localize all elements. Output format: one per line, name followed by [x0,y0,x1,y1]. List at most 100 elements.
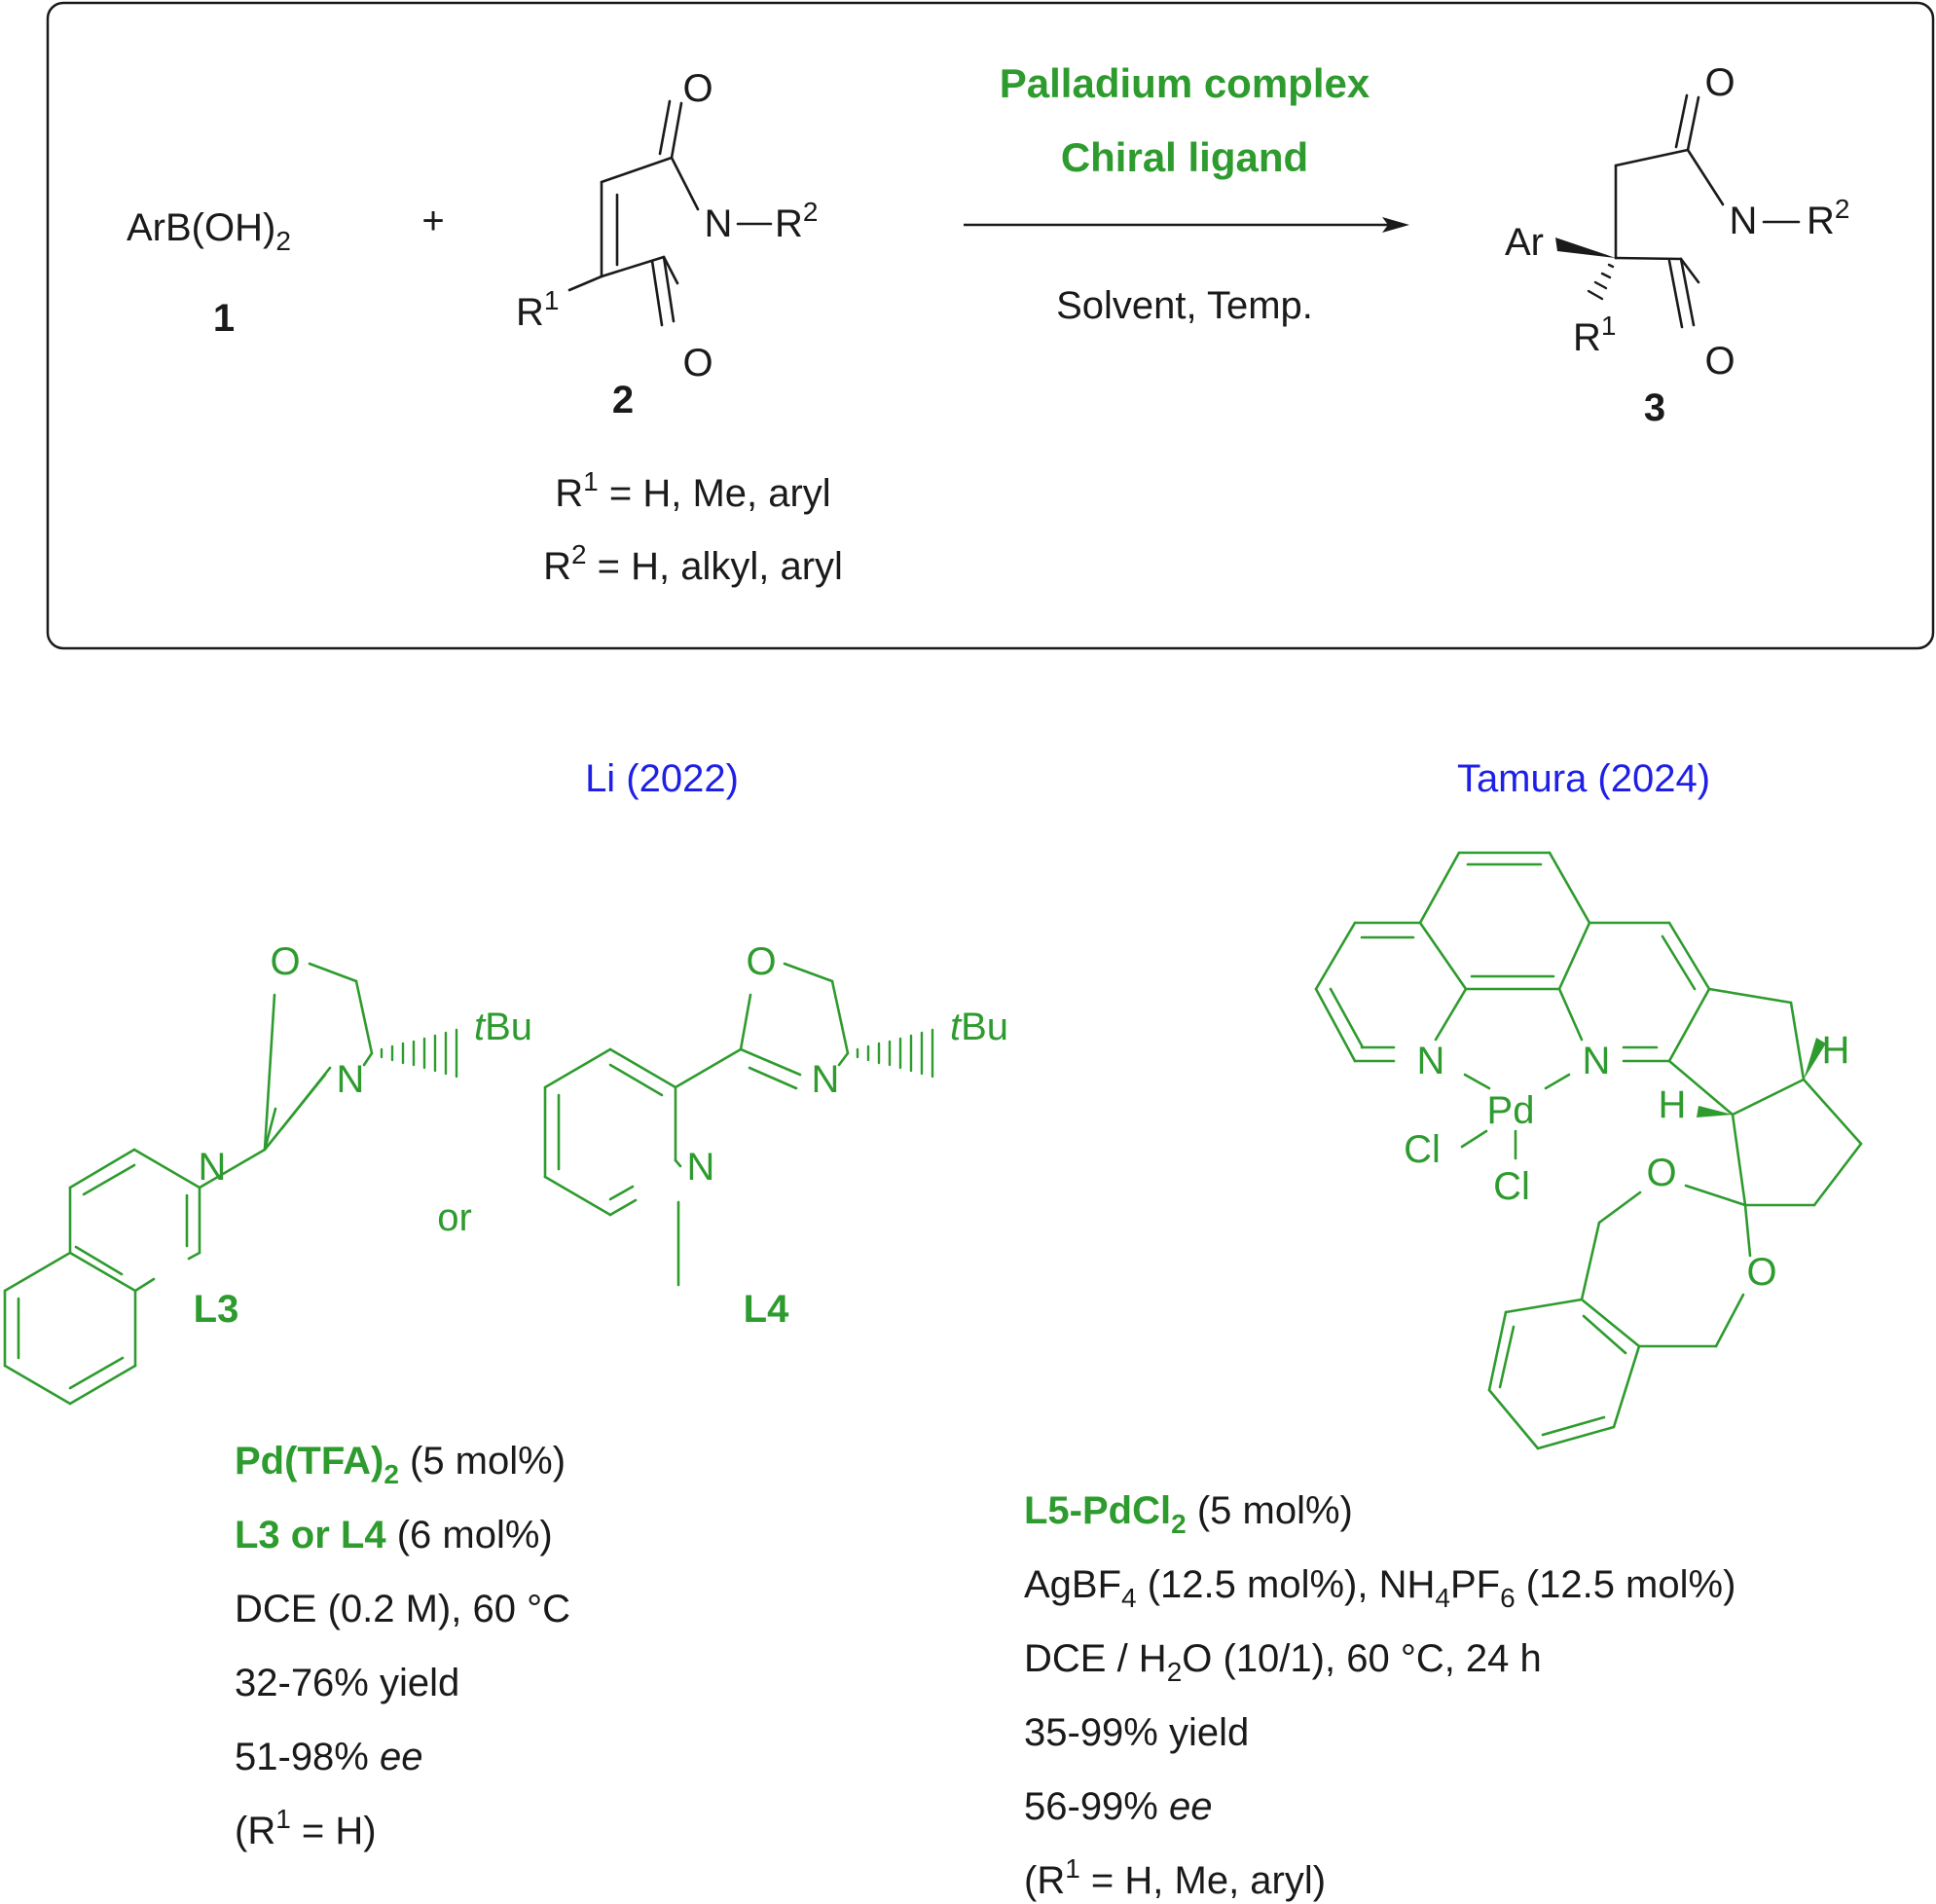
reactant-2-r2: R [775,202,803,245]
li-catalyst-sub: 2 [384,1459,399,1489]
svg-text:R2: R2 [775,197,818,245]
L5-hydrogen-1: H [1822,1029,1850,1072]
tamura-catalyst-loading: (5 mol%) [1187,1489,1353,1532]
ligand-L5-PdCl2 [1314,851,1863,1450]
scope-r1-sup: 1 [583,466,599,496]
ligand-label: Chiral ligand [1061,134,1308,180]
product-oxygen-top: O [1704,61,1735,104]
svg-text:tBu: tBu [474,1006,532,1048]
tamura-additive-c-sub: 6 [1500,1583,1516,1613]
ligand-L4-oxazoline-nitrogen: N [812,1058,840,1101]
ligand-L3-oxygen: O [270,940,300,983]
product-3-labels: Ar O O N R2 R1 3 [1505,61,1849,429]
tamura-scope-rest: = H, Me, aryl) [1080,1859,1326,1902]
svg-text:R2: R2 [1807,194,1849,242]
ligand-L3-oxazoline-nitrogen: N [337,1058,365,1101]
svg-text:L3 or L4 (6 mol%): L3 or L4 (6 mol%) [235,1514,553,1556]
product-3-stereo [1555,238,1616,301]
L5-hydrogen-2: H [1659,1083,1687,1126]
svg-text:R1: R1 [516,285,559,334]
ligand-L3-labels: O N N tBu L3 [194,940,532,1331]
tamura-conditions: L5-PdCl2 (5 mol%) AgBF4 (12.5 mol%), NH4… [1024,1489,1735,1902]
compound-number-3: 3 [1644,386,1665,429]
li-ligand: L3 or L4 [235,1514,386,1556]
L5-oxygen-1: O [1646,1152,1676,1194]
reactant-2-oxygen-bottom: O [682,342,712,384]
tamura-solvent-b: O (10/1), 60 °C, 24 h [1182,1637,1542,1680]
svg-text:L5-PdCl2 (5 mol%): L5-PdCl2 (5 mol%) [1024,1489,1353,1539]
svg-text:56-99% ee: 56-99% ee [1024,1785,1212,1828]
ligand-L5-labels: N N Pd Cl Cl H H O O [1404,1029,1849,1294]
scope-r2-values: = H, alkyl, aryl [587,545,843,588]
tamura-2024-heading: Tamura (2024) [1457,757,1710,800]
svg-text:DCE / H2O (10/1), 60 °C, 24 h: DCE / H2O (10/1), 60 °C, 24 h [1024,1637,1542,1687]
ligand-L4-pyridine-nitrogen: N [687,1146,715,1189]
tamura-scope-open: (R [1024,1859,1065,1902]
reaction-arrow [964,217,1409,233]
ligand-L3 [3,962,374,1406]
scope-r1-values: = H, Me, aryl [599,472,831,515]
wedge-bond [1555,238,1616,258]
L5-oxygen-2: O [1746,1251,1776,1294]
ligand-L3-tbu-rest: Bu [485,1006,532,1048]
L5-chloride-2: Cl [1493,1165,1530,1208]
tamura-catalyst: L5-PdCl [1024,1489,1171,1532]
ligand-L3-tbu-t: t [474,1006,487,1048]
ligand-L4-oxygen: O [746,940,776,983]
product-r1-sup: 1 [1601,311,1617,341]
svg-text:R1 = H, Me, aryl: R1 = H, Me, aryl [555,466,830,515]
ligand-L4-tbu-rest: Bu [961,1006,1008,1048]
ligand-L3-pyridine-nitrogen: N [199,1146,227,1189]
svg-text:R1: R1 [1573,311,1616,359]
li-solvent-temp: DCE (0.2 M), 60 °C [235,1588,570,1630]
reactant-1-subscript: 2 [275,226,291,256]
li-scope-rest: = H) [291,1810,377,1852]
li-catalyst-loading: (5 mol%) [399,1440,566,1483]
tamura-ee-label: ee [1169,1785,1213,1828]
ligand-L4-labels: O N N tBu L4 [687,940,1009,1331]
wedge-bond-h2 [1697,1106,1733,1117]
svg-text:R2 = H, alkyl, aryl: R2 = H, alkyl, aryl [543,539,843,588]
reactant-1: ArB(OH)2 1 [127,206,291,340]
scope-r2-sup: 2 [571,539,587,569]
reactant-2-r1-sup: 1 [544,285,560,315]
svg-text:(R1 = H, Me, aryl): (R1 = H, Me, aryl) [1024,1853,1326,1902]
L5-nitrogen-1: N [1417,1040,1445,1082]
catalyst-label: Palladium complex [1000,60,1370,106]
reactant-2-r2-sup: 2 [803,197,819,227]
ligand-L4-stereo [856,1028,934,1079]
tamura-solvent-sub: 2 [1167,1657,1183,1687]
reactant-2-oxygen-top: O [682,67,712,110]
scheme-box [46,1,1935,650]
tamura-solvent-a: DCE / H [1024,1637,1167,1680]
product-oxygen-bottom: O [1704,340,1735,383]
li-yield: 32-76% yield [235,1662,459,1704]
ligand-L4-tbu-t: t [950,1006,963,1048]
scope-r1-symbol: R [555,472,583,515]
svg-text:Pd(TFA)2 (5 mol%): Pd(TFA)2 (5 mol%) [235,1440,566,1489]
li-scope-open: (R [235,1810,275,1852]
tamura-additive-d: (12.5 mol%) [1516,1563,1736,1606]
L5-palladium: Pd [1487,1089,1535,1132]
compound-number-1: 1 [213,297,235,340]
ligand-L4 [543,962,850,1217]
product-r2-sup: 2 [1835,194,1850,224]
svg-text:51-98% ee: 51-98% ee [235,1736,422,1778]
L5-nitrogen-2: N [1583,1040,1611,1082]
conditions-label: Solvent, Temp. [1056,284,1313,327]
tamura-catalyst-sub: 2 [1171,1509,1187,1539]
tamura-additive-a: AgBF [1024,1563,1121,1606]
product-aryl: Ar [1505,221,1544,264]
reactant-2-nitrogen: N [705,202,733,245]
product-r1: R [1573,316,1601,359]
plus-sign: + [421,200,444,242]
compound-number-2: 2 [612,379,634,421]
product-r2: R [1807,200,1835,242]
svg-text:tBu: tBu [950,1006,1008,1048]
L5-chloride-1: Cl [1404,1128,1441,1171]
li-conditions: Pd(TFA)2 (5 mol%) L3 or L4 (6 mol%) DCE … [235,1440,570,1852]
reactant-2-maleimide [567,99,773,327]
li-catalyst: Pd(TFA) [235,1440,384,1483]
li-ee-value: 51-98% [235,1736,380,1778]
li-ligand-loading: (6 mol%) [386,1514,553,1556]
